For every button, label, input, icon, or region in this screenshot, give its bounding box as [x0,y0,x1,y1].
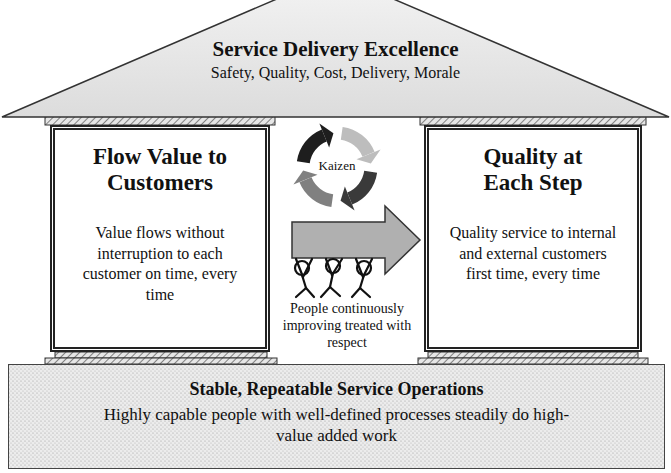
foundation-band: Stable, Repeatable Service OperationsHig… [8,364,665,469]
node-heading: Stable, Repeatable Service Operations [19,379,654,400]
cycle-arrowhead [356,149,380,163]
cycle-arc [305,180,332,201]
cycle-arrowhead [319,123,333,147]
node-heading: Flow Value to Customers [85,144,235,197]
node-body: Value flows without interruption to each… [75,223,245,306]
cycle-arc [342,133,369,154]
node-heading: Service Delivery Excellence [0,0,671,62]
plinth-bar [428,352,638,358]
center-note: People continuously improving treated wi… [272,301,422,351]
people-figures [295,259,372,297]
node-heading: Quality at Each Step [458,144,608,197]
plinth-bar [55,352,267,358]
improvement-arrow [292,206,420,274]
pillar-box: Flow Value to CustomersValue flows witho… [50,125,270,352]
node-body: Highly capable people with well-defined … [102,404,572,447]
cycle-arc [350,172,371,199]
node-body: Quality service to internal and external… [448,223,618,285]
cycle-arrowhead [341,186,355,210]
foundation-texture [8,364,665,469]
roof-band: Service Delivery ExcellenceSafety, Quali… [0,0,671,118]
cycle-arrowhead [293,171,317,185]
cycle-label: Kaizen [302,158,372,174]
pillar-box: Quality at Each StepQuality service to i… [424,125,642,352]
kaizen-cycle [293,123,380,210]
node-body: Safety, Quality, Cost, Delivery, Morale [0,64,671,82]
